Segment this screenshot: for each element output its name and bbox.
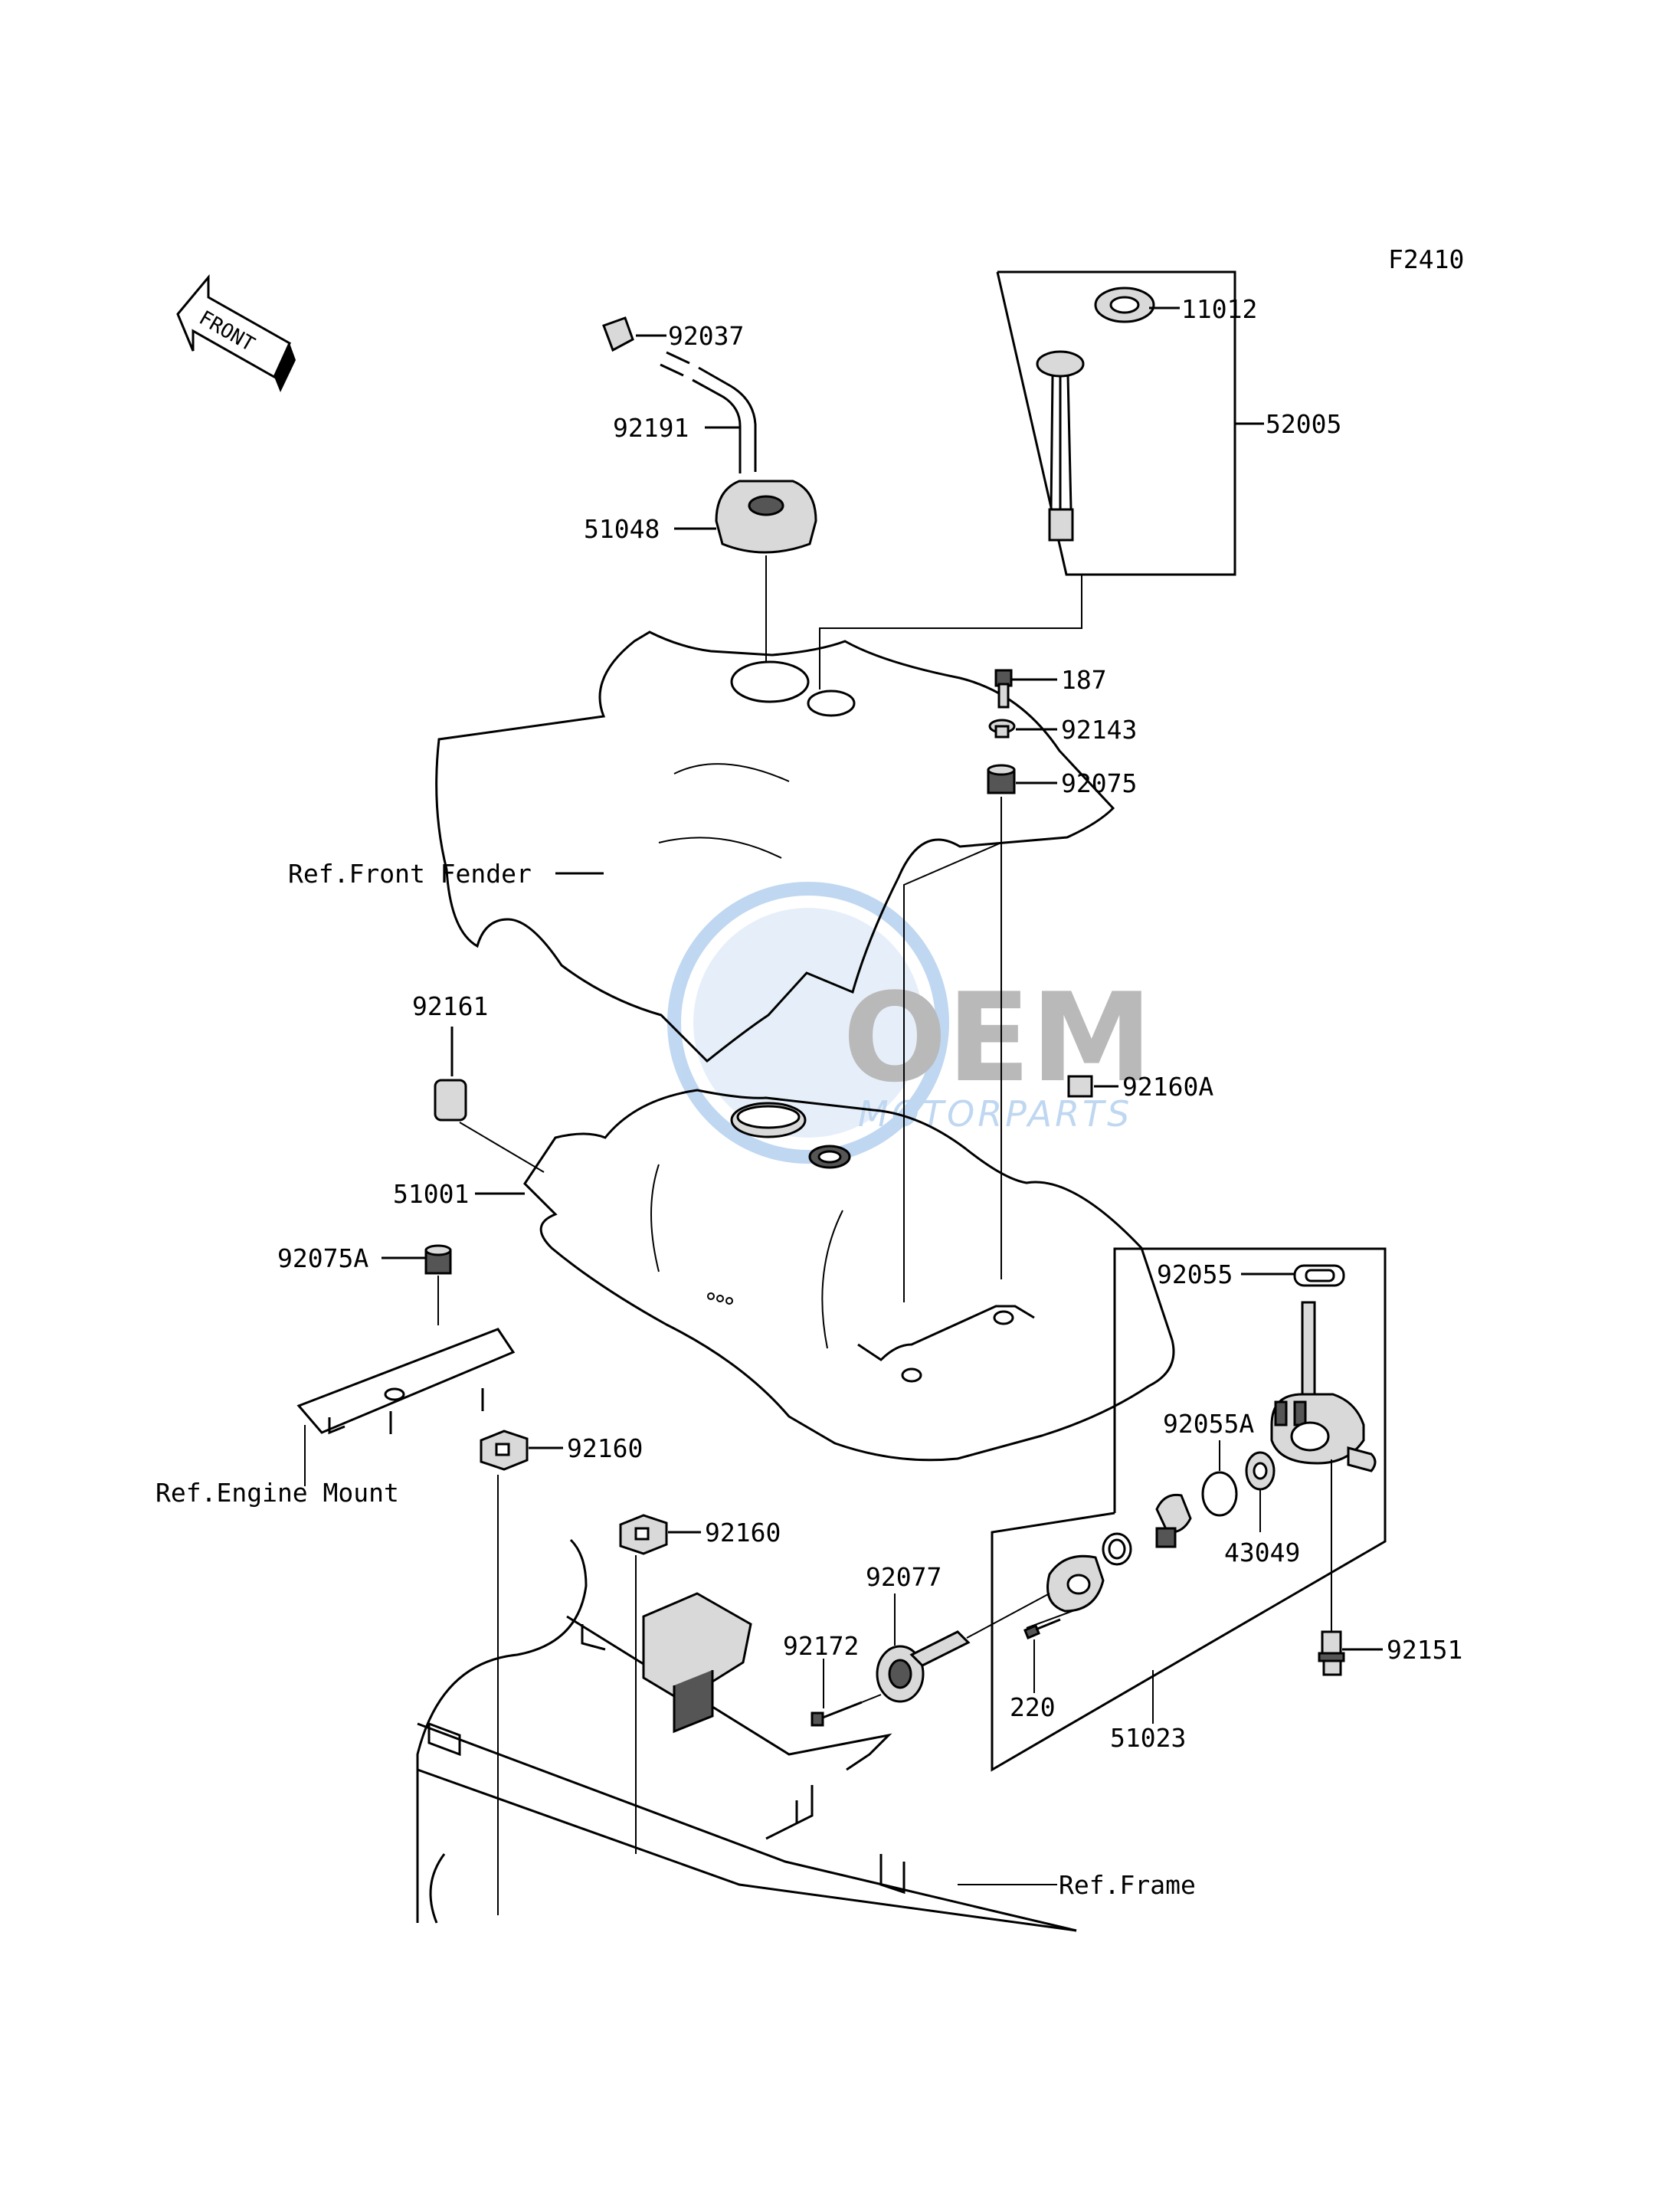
gasket-92055 bbox=[1293, 1264, 1345, 1287]
hose-clamp bbox=[602, 316, 634, 352]
plate bbox=[1046, 1554, 1105, 1613]
bolt-187 bbox=[994, 669, 1013, 709]
label-92055a: 92055A bbox=[1163, 1409, 1254, 1439]
screw-220 bbox=[1023, 1618, 1061, 1639]
label-43049: 43049 bbox=[1224, 1538, 1300, 1567]
grommet-92161 bbox=[434, 1079, 467, 1122]
front-arrow-icon: FRONT bbox=[176, 273, 296, 392]
label-92160-lower: 92160 bbox=[705, 1518, 781, 1548]
collar-92143 bbox=[988, 719, 1016, 739]
label-ref-front-fender: Ref.Front Fender bbox=[288, 859, 532, 889]
oring-92055a bbox=[1201, 1471, 1238, 1517]
label-51023: 51023 bbox=[1110, 1723, 1186, 1753]
bolt-92151 bbox=[1318, 1630, 1345, 1676]
damper-92075 bbox=[987, 764, 1016, 794]
label-ref-engine-mount: Ref.Engine Mount bbox=[156, 1478, 399, 1508]
watermark-brand: OEM bbox=[843, 966, 1153, 1109]
label-92161: 92161 bbox=[412, 991, 488, 1021]
frame bbox=[416, 1538, 1077, 1932]
clip-92160-lower bbox=[619, 1514, 668, 1555]
label-220: 220 bbox=[1010, 1692, 1056, 1722]
engine-mount-bracket bbox=[296, 1328, 516, 1435]
label-92075: 92075 bbox=[1061, 768, 1137, 798]
valve-lever bbox=[1155, 1493, 1192, 1548]
label-92191: 92191 bbox=[613, 413, 689, 443]
label-51001: 51001 bbox=[393, 1179, 469, 1209]
label-52005: 52005 bbox=[1266, 409, 1341, 439]
gasket-43049 bbox=[1245, 1451, 1276, 1491]
label-51048: 51048 bbox=[584, 514, 660, 544]
fuel-cock-body bbox=[1270, 1301, 1377, 1472]
pad-92160a bbox=[1067, 1075, 1093, 1098]
clip-92160-upper bbox=[480, 1430, 529, 1471]
adapter-92077 bbox=[876, 1630, 971, 1703]
label-92143: 92143 bbox=[1061, 715, 1137, 745]
label-ref-frame: Ref.Frame bbox=[1059, 1870, 1196, 1900]
label-92055: 92055 bbox=[1157, 1259, 1233, 1289]
washer bbox=[1102, 1532, 1132, 1566]
front-fender bbox=[435, 630, 1115, 1063]
fuel-tank bbox=[523, 1089, 1175, 1462]
fuel-cap bbox=[715, 480, 817, 554]
figure-code: F2410 bbox=[1388, 244, 1464, 274]
label-92160-upper: 92160 bbox=[567, 1433, 643, 1463]
kit-box-52005 bbox=[996, 270, 1236, 576]
label-187: 187 bbox=[1061, 665, 1107, 695]
kit-box-51023 bbox=[991, 1247, 1387, 1772]
bolt-92172 bbox=[811, 1701, 863, 1727]
label-92077: 92077 bbox=[866, 1562, 942, 1592]
label-92172: 92172 bbox=[783, 1631, 859, 1661]
label-92160a: 92160A bbox=[1122, 1072, 1213, 1102]
fuel-gauge-grommet bbox=[1094, 287, 1155, 323]
damper-92075a bbox=[424, 1244, 452, 1275]
breather-hose bbox=[666, 351, 757, 472]
label-92037: 92037 bbox=[668, 321, 744, 351]
fuel-gauge-sender bbox=[1036, 350, 1085, 542]
label-92075a: 92075A bbox=[277, 1243, 368, 1273]
label-11012: 11012 bbox=[1181, 294, 1257, 324]
label-92151: 92151 bbox=[1387, 1635, 1462, 1665]
